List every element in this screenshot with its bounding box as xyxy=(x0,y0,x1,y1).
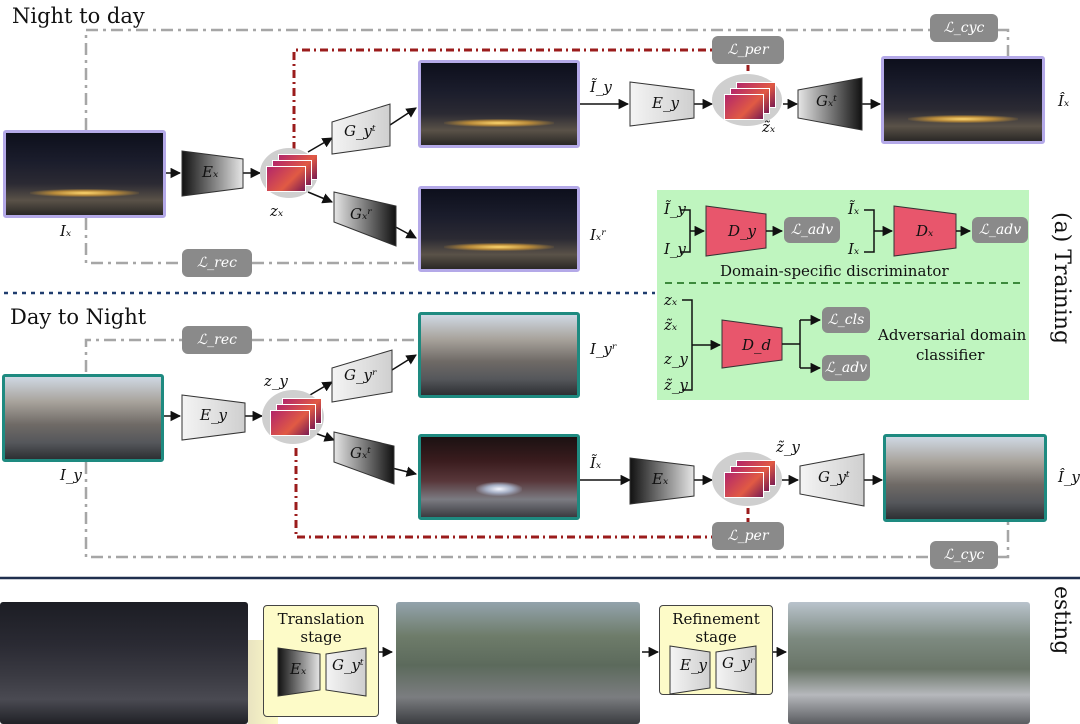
label-iy: I_y xyxy=(60,466,82,484)
image-ix xyxy=(3,130,166,218)
label-ex-top: Eₓ xyxy=(202,163,219,181)
loss-adv-classifier: ℒ_adv xyxy=(822,355,870,381)
cyc-line-bottom-right xyxy=(998,522,1010,559)
label-ixr: Iₓʳ xyxy=(590,226,607,244)
test-label-ey: E_y xyxy=(680,656,707,674)
label-ix-tilde: Ĩₓ xyxy=(590,454,602,472)
disc-input-ix: Iₓ xyxy=(848,240,860,258)
cyc-line-bottom xyxy=(84,462,930,559)
generator-gxt-top xyxy=(797,77,863,131)
encoder-ey-bottom xyxy=(181,394,246,441)
translation-stage-line2: stage xyxy=(300,628,342,646)
image-iy-hat xyxy=(883,434,1047,522)
label-gxt-top: Gₓᵗ xyxy=(816,92,838,110)
generator-gxt-bottom xyxy=(333,431,395,485)
label-ex-bottom: Eₓ xyxy=(652,470,669,488)
loss-cls: ℒ_cls xyxy=(822,307,870,333)
label-gyr-bottom: G_yʳ xyxy=(344,366,378,384)
image-ixr xyxy=(418,186,580,272)
title-day-to-night: Day to Night xyxy=(10,305,147,329)
image-iy xyxy=(2,374,164,462)
image-ix-tilde xyxy=(418,434,580,520)
generator-gyt-bottom xyxy=(799,453,865,507)
per-line-bottom xyxy=(294,448,712,539)
label-zy: z_y xyxy=(264,372,288,390)
loss-per-top: ℒ_per xyxy=(712,36,784,64)
latent-zx xyxy=(260,148,318,198)
rec-line-top xyxy=(84,218,182,265)
loss-per-bottom: ℒ_per xyxy=(712,522,784,550)
refinement-stage-line2: stage xyxy=(695,628,737,646)
generator-gyt-top xyxy=(331,103,391,155)
disc-input-iy-tilde: Ĩ_y xyxy=(664,200,686,218)
title-night-to-day: Night to day xyxy=(12,4,145,28)
label-ix-hat: Îₓ xyxy=(1058,92,1070,110)
label-iy-hat: Î_y xyxy=(1058,468,1080,486)
caption-adversarial-line1: Adversarial domain xyxy=(878,326,1027,344)
latent-zx-tilde xyxy=(712,74,782,126)
label-dd: D_d xyxy=(742,336,772,354)
image-ix-hat xyxy=(881,56,1045,144)
latent-zy-tilde xyxy=(712,452,782,506)
test-refined-image xyxy=(788,602,1030,724)
test-input-night xyxy=(0,602,248,724)
image-iy-tilde xyxy=(418,60,580,148)
label-gxr-top: Gₓʳ xyxy=(350,205,373,223)
label-iy-tilde: Ĩ_y xyxy=(590,78,612,96)
label-zx: zₓ xyxy=(270,202,284,220)
label-zy-tilde: z̃_y xyxy=(776,438,800,456)
encoder-ex-top xyxy=(181,150,244,197)
label-gxt-bottom: Gₓᵗ xyxy=(350,444,372,462)
loss-rec-top: ℒ_rec xyxy=(182,249,252,277)
label-ey-top: E_y xyxy=(652,94,679,112)
loss-adv-dx: ℒ_adv xyxy=(972,217,1028,243)
test-label-gyr: G_yʳ xyxy=(722,654,756,672)
test-label-ex: Eₓ xyxy=(290,660,307,678)
translation-stage-line1: Translation xyxy=(277,610,365,628)
classifier-input-zy: z_y xyxy=(664,350,688,368)
loss-rec-bottom: ℒ_rec xyxy=(182,326,252,354)
label-dx: Dₓ xyxy=(916,222,934,240)
test-label-gyt: G_yᵗ xyxy=(332,656,364,674)
refinement-stage-line1: Refinement xyxy=(672,610,760,628)
loss-cyc-bottom: ℒ_cyc xyxy=(930,541,998,569)
image-iyr xyxy=(418,312,580,398)
label-dy: D_y xyxy=(728,222,757,240)
encoder-ex-bottom xyxy=(629,457,695,505)
test-translated-image xyxy=(396,602,640,724)
cyc-line-top xyxy=(84,28,930,130)
generator-gyr-bottom xyxy=(331,349,393,403)
loss-cyc-top: ℒ_cyc xyxy=(930,14,998,42)
caption-domain-discriminator: Domain-specific discriminator xyxy=(720,262,949,280)
caption-adversarial-line2: classifier xyxy=(916,346,985,364)
generator-gxr-top xyxy=(333,191,397,247)
loss-adv-dy: ℒ_adv xyxy=(784,217,840,243)
classifier-input-zx: zₓ xyxy=(664,291,678,309)
classifier-input-zx-tilde: z̃ₓ xyxy=(664,316,678,334)
latent-zy xyxy=(262,390,324,444)
cyc-line-top-right xyxy=(998,28,1010,60)
rec-line-bottom xyxy=(84,338,182,372)
label-zx-tilde: z̃ₓ xyxy=(762,118,776,136)
disc-input-iy: I_y xyxy=(664,240,686,258)
label-ey-bottom: E_y xyxy=(200,406,227,424)
per-line-top xyxy=(292,48,712,150)
label-gyt-top: G_yᵗ xyxy=(344,122,376,140)
classifier-input-zy-tilde: z̃_y xyxy=(664,376,688,394)
encoder-ey-top xyxy=(629,81,695,127)
label-gyt-bottom: G_yᵗ xyxy=(818,468,850,486)
label-ix: Iₓ xyxy=(60,222,72,240)
label-iyr: I_yʳ xyxy=(590,340,618,358)
disc-input-ix-tilde: Ĩₓ xyxy=(848,200,860,218)
